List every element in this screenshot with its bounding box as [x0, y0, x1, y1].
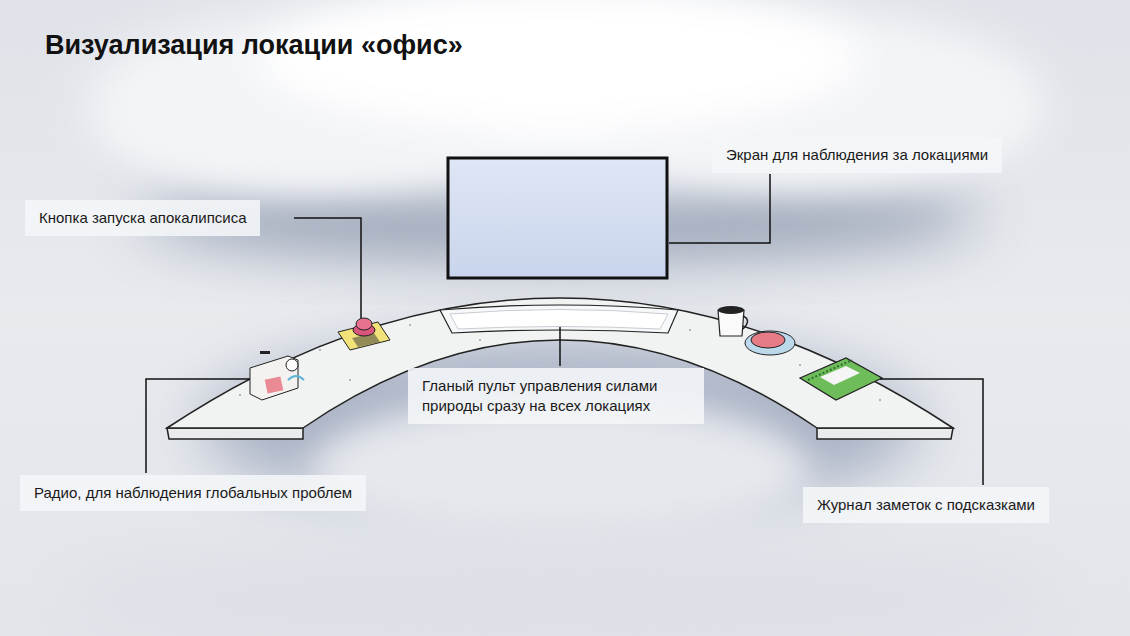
- callout-text: Экран для наблюдения за локациями: [726, 145, 988, 165]
- control-panel: [440, 305, 678, 333]
- callout-text: Радио, для наблюдения глобальных проблем: [34, 483, 352, 503]
- leader-lines: [146, 174, 983, 485]
- pink-plate: [745, 331, 795, 355]
- callout-box: Экран для наблюдения за локациями: [712, 137, 1002, 173]
- callout-text: Гланый пульт управления силами природы с…: [422, 376, 690, 416]
- callout-box: Кнопка запуска апокалипсиса: [25, 200, 260, 236]
- apocalypse-button: [338, 318, 390, 350]
- desk: [167, 298, 953, 439]
- monitor: [448, 158, 667, 278]
- coffee-mug: [718, 306, 748, 336]
- callout-box: Гланый пульт управления силами природы с…: [408, 368, 704, 424]
- slide-title: Визуализация локации «офис»: [45, 30, 463, 61]
- radio: [250, 351, 304, 400]
- callout-text: Кнопка запуска апокалипсиса: [39, 208, 246, 228]
- callout-box: Журнал заметок с подсказками: [803, 487, 1049, 523]
- callout-box: Радио, для наблюдения глобальных проблем: [20, 475, 366, 511]
- callout-text: Журнал заметок с подсказками: [817, 495, 1035, 515]
- notes-journal: [800, 358, 882, 400]
